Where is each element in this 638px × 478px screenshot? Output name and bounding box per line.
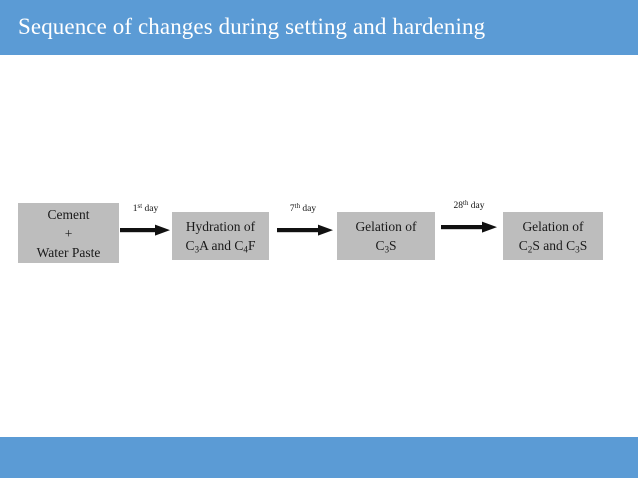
connector-ordinal-suffix: th [463, 200, 469, 208]
arrow-right-icon [277, 224, 333, 236]
flow-node-gelation-c3s[interactable]: Gelation of C3S [337, 212, 435, 260]
connector-number: 28 [453, 201, 464, 211]
arrow-right-icon [120, 224, 170, 236]
title-banner [0, 0, 638, 55]
node-line-2-formula: C3A and C4F [186, 236, 256, 255]
connector-unit: day [142, 204, 159, 214]
node-line-3: Water Paste [36, 244, 101, 260]
flow-node-hydration-c3a-c4f[interactable]: Hydration of C3A and C4F [172, 212, 269, 260]
formula-part: C [185, 238, 195, 253]
flow-node-gelation-c2s-c3s[interactable]: Gelation of C2S and C3S [503, 212, 603, 260]
formula-part: C [375, 238, 385, 253]
formula-part: A and C [199, 238, 244, 253]
formula-subscript: 2 [527, 244, 533, 255]
flow-connector-day-1: 1st day [119, 203, 172, 243]
flow-connector-day-7: 7th day [269, 203, 337, 243]
connector-label-day-1: 1st day [119, 203, 172, 215]
connector-label-day-7: 7th day [269, 203, 337, 215]
connector-label-day-28: 28th day [435, 200, 503, 212]
formula-subscript: 3 [575, 244, 580, 255]
node-line-2-formula: C3S [375, 236, 396, 255]
flow-connector-day-28: 28th day [435, 200, 503, 240]
node-line-1: Gelation of [522, 219, 584, 234]
formula-subscript: 3 [384, 244, 390, 255]
formula-part: C [518, 238, 528, 253]
page-title: Sequence of changes during setting and h… [18, 14, 486, 39]
connector-unit: day [468, 201, 485, 211]
formula-part: S [579, 238, 588, 253]
arrow-right-icon [441, 221, 497, 233]
connector-number: 1 [132, 204, 138, 214]
formula-part: S [389, 238, 397, 253]
node-line-1: Hydration of [185, 219, 256, 234]
connector-ordinal-suffix: st [137, 203, 143, 211]
formula-subscript: 3 [194, 244, 200, 255]
flow-node-cement-water-paste[interactable]: Cement + Water Paste [18, 203, 119, 263]
connector-ordinal-suffix: th [294, 203, 300, 211]
node-line-2: + [64, 225, 73, 241]
connector-number: 7 [289, 204, 295, 214]
footer-banner [0, 437, 638, 478]
node-line-1: Cement [47, 206, 90, 222]
formula-subscript: 4 [243, 244, 248, 255]
formula-part: S and C [532, 238, 576, 253]
formula-part: F [247, 238, 256, 253]
node-line-2-formula: C2S and C3S [519, 236, 587, 255]
connector-unit: day [299, 204, 317, 214]
node-line-1: Gelation of [355, 219, 417, 234]
